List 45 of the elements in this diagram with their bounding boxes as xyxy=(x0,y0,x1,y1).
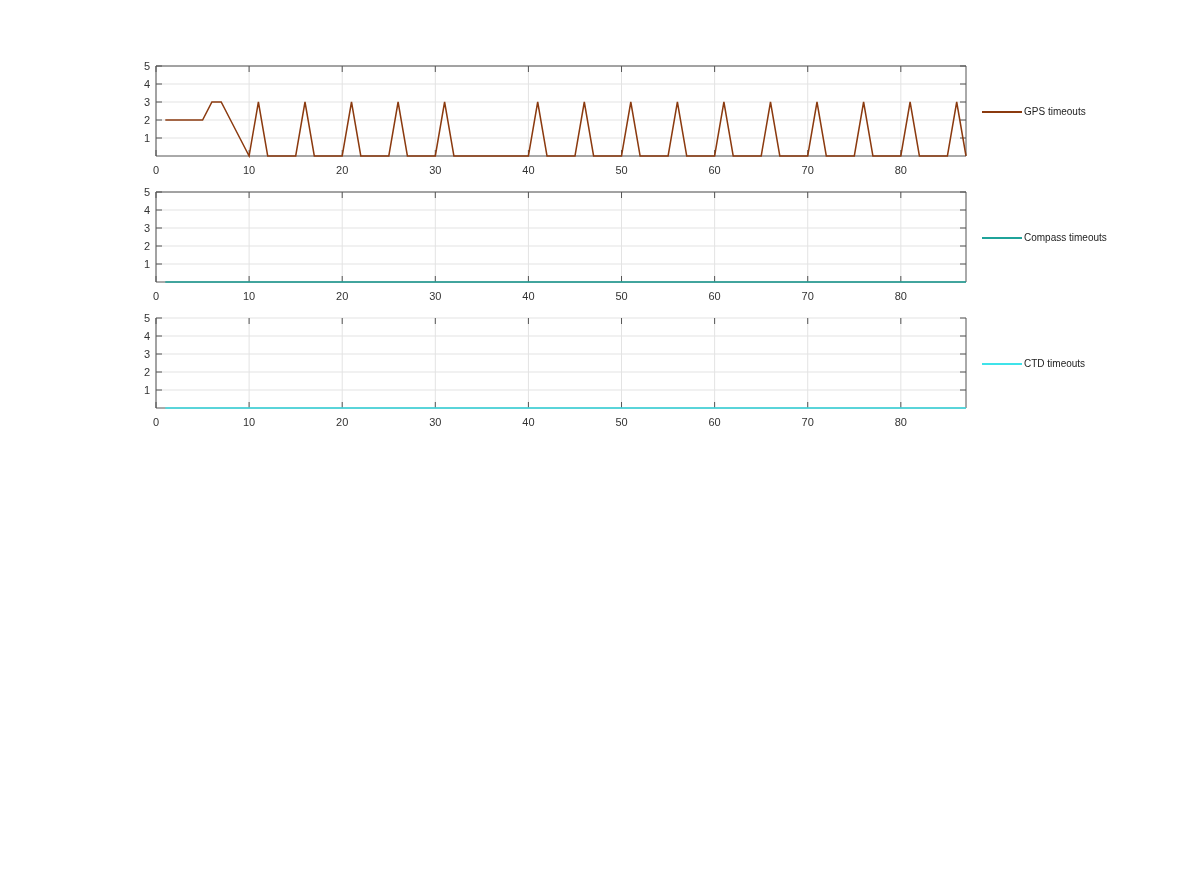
tick-label: 60 xyxy=(708,416,721,428)
tick-label: 20 xyxy=(336,164,349,176)
tick-label: 0 xyxy=(152,290,160,302)
tick-label: 2 xyxy=(143,114,150,126)
tick-label: 4 xyxy=(143,78,150,90)
tick-label: 2 xyxy=(143,240,150,252)
tick-label: 5 xyxy=(143,312,150,324)
tick-label: 20 xyxy=(336,290,349,302)
tick-label: 3 xyxy=(143,222,150,234)
tick-label: 30 xyxy=(429,164,442,176)
legend-label: CTD timeouts xyxy=(1024,357,1086,371)
tick-label: 50 xyxy=(615,416,628,428)
tick-label: 50 xyxy=(615,164,628,176)
tick-label: 4 xyxy=(143,330,150,342)
tick-label: 70 xyxy=(801,290,814,302)
tick-label: 10 xyxy=(243,164,256,176)
tick-label: 0 xyxy=(152,164,160,176)
tick-label: 30 xyxy=(429,416,442,428)
tick-label: 1 xyxy=(143,384,150,396)
tick-label: 3 xyxy=(143,96,150,108)
tick-label: 40 xyxy=(522,290,535,302)
tick-label: 80 xyxy=(894,416,907,428)
tick-label: 0 xyxy=(152,416,160,428)
tick-label: 2 xyxy=(143,366,150,378)
tick-label: 10 xyxy=(243,290,256,302)
tick-label: 10 xyxy=(243,416,256,428)
tick-label: 30 xyxy=(429,290,442,302)
tick-label: 60 xyxy=(708,290,721,302)
legend-label: Compass timeouts xyxy=(1024,231,1107,245)
tick-label: 70 xyxy=(801,416,814,428)
tick-label: 60 xyxy=(708,164,721,176)
tick-label: 5 xyxy=(143,60,150,72)
tick-label: 3 xyxy=(143,348,150,360)
tick-label: 4 xyxy=(143,204,150,216)
legend-label: GPS timeouts xyxy=(1024,105,1086,119)
tick-label: 40 xyxy=(522,164,535,176)
tick-label: 1 xyxy=(143,132,150,144)
tick-label: 5 xyxy=(143,186,150,198)
tick-label: 50 xyxy=(615,290,628,302)
tick-label: 40 xyxy=(522,416,535,428)
tick-label: 70 xyxy=(801,164,814,176)
tick-label: 1 xyxy=(143,258,150,270)
tick-label: 80 xyxy=(894,164,907,176)
tick-label: 80 xyxy=(894,290,907,302)
tick-label: 20 xyxy=(336,416,349,428)
